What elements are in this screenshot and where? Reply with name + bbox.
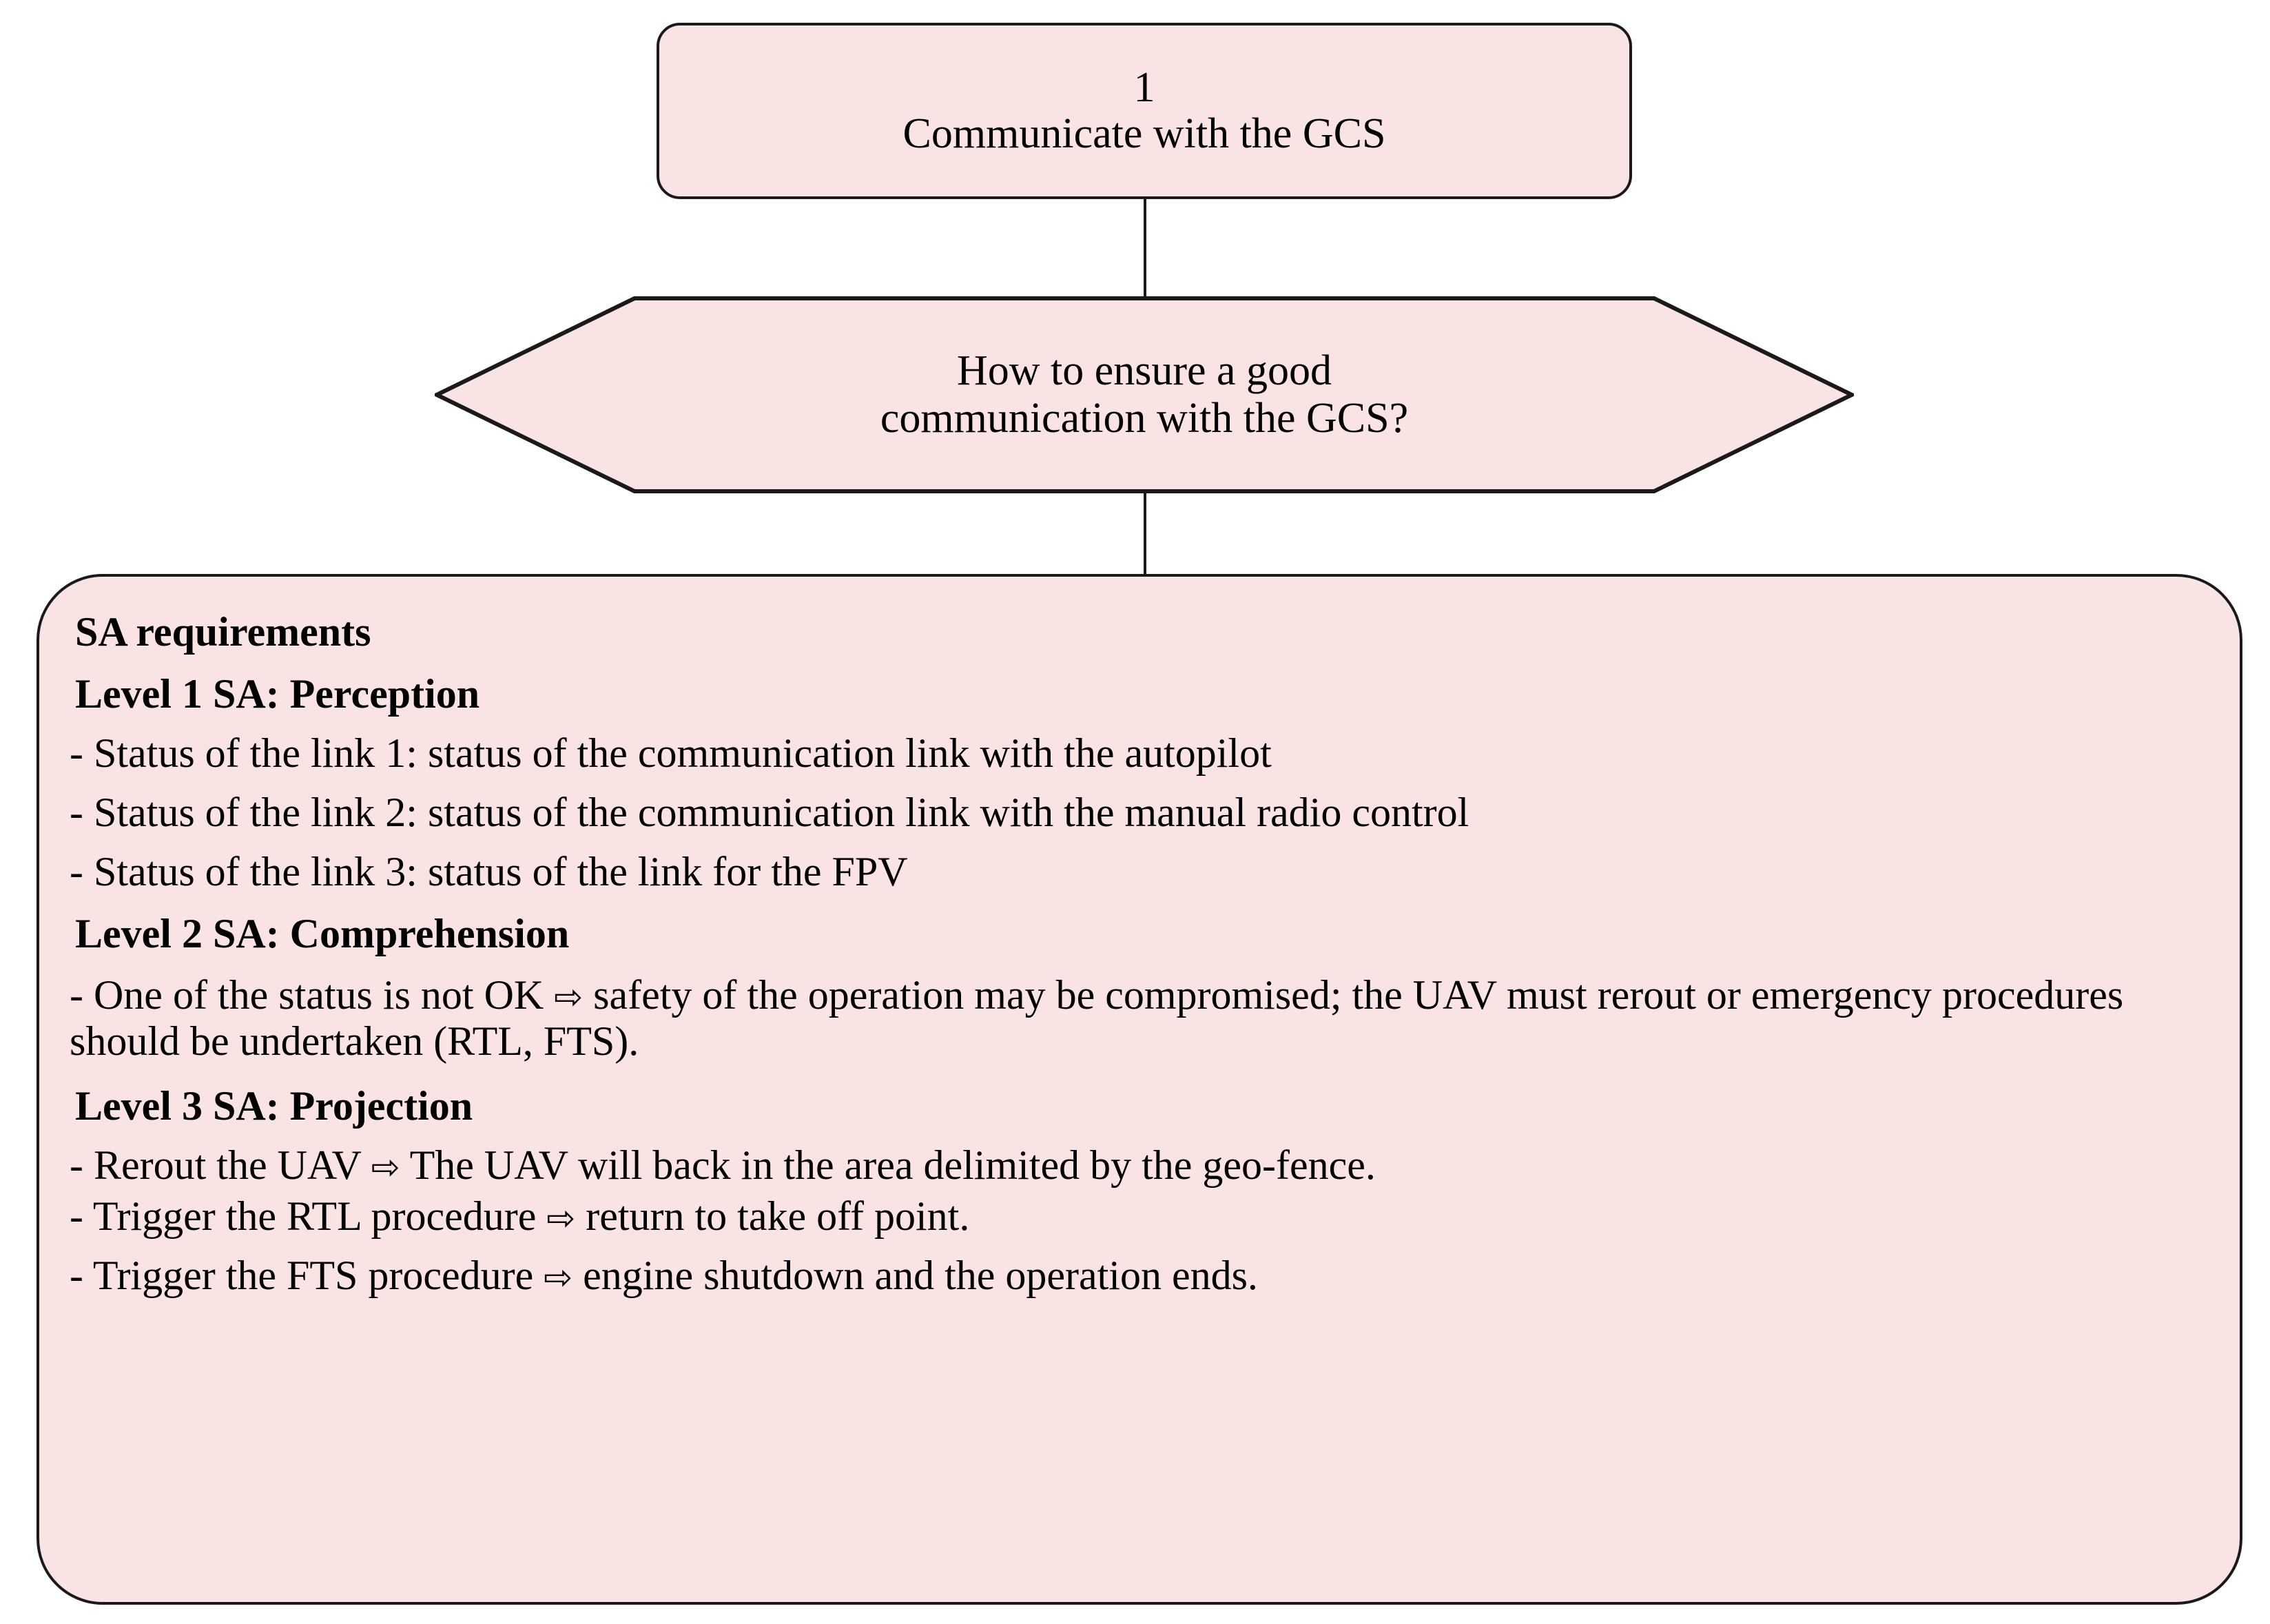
level-3-bullet-1-after: The UAV will back in the area delimited … (400, 1142, 1376, 1189)
connector-node1-to-decision (1144, 198, 1146, 299)
hexagon-shape (435, 296, 1854, 493)
level-1-bullet-3: - Status of the link 3: status of the li… (70, 849, 908, 894)
level-1-heading: Level 1 SA: Perception (75, 671, 480, 717)
panel-heading: SA requirements (75, 609, 371, 655)
node-number: 1 (1133, 64, 1155, 112)
decision-line-1: How to ensure a good (956, 347, 1332, 394)
level-3-bullet-3: - Trigger the FTS procedure ⇨ engine shu… (70, 1255, 2209, 1296)
level-3-bullet-2: - Trigger the RTL procedure ⇨ return to … (70, 1195, 2209, 1237)
level-3-bullet-2-before: - Trigger the RTL procedure (70, 1193, 547, 1240)
level-1-bullet-2: - Status of the link 2: status of the co… (70, 790, 1469, 835)
level-3-bullet-3-before: - Trigger the FTS procedure (70, 1253, 544, 1299)
level-2-bullet-1: - One of the status is not OK ⇨ safety o… (70, 972, 2209, 1065)
decision-line-2: communication with the GCS? (880, 395, 1409, 442)
connector-decision-to-panel (1144, 491, 1146, 579)
level-2-bullet-1-before: - One of the status is not OK (70, 972, 555, 1018)
level-3-heading: Level 3 SA: Projection (75, 1083, 473, 1129)
node-title: Communicate with the GCS (902, 110, 1386, 157)
level-1-bullet-1: - Status of the link 1: status of the co… (70, 730, 1272, 776)
level-3-bullet-2-after: return to take off point. (575, 1193, 970, 1240)
decision-how-to-ensure-good-communication[interactable]: How to ensure a good communication with … (435, 296, 1854, 493)
level-3-bullet-3-after: engine shutdown and the operation ends. (572, 1253, 1258, 1299)
level-3-bullet-1: - Rerout the UAV ⇨ The UAV will back in … (70, 1144, 2209, 1186)
rightwards-arrow-icon: ⇨ (371, 1147, 400, 1188)
node-communicate-with-gcs[interactable]: 1 Communicate with the GCS (657, 23, 1632, 199)
level-2-heading: Level 2 SA: Comprehension (75, 911, 570, 956)
rightwards-arrow-icon: ⇨ (544, 1257, 573, 1298)
sa-requirements-panel: SA requirements Level 1 SA: Perception -… (37, 574, 2242, 1605)
level-2-bullet-1-after: safety of the operation may be compromis… (70, 972, 2124, 1065)
level-3-bullet-1-before: - Rerout the UAV (70, 1142, 371, 1189)
rightwards-arrow-icon: ⇨ (546, 1198, 576, 1239)
rightwards-arrow-icon: ⇨ (554, 977, 584, 1017)
